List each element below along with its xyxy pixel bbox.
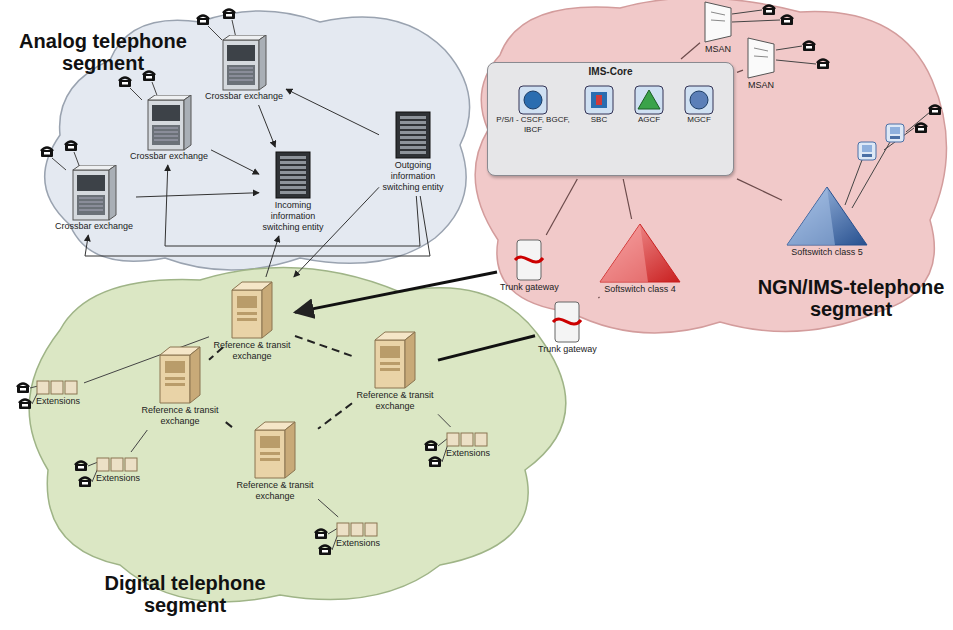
extensions-icon <box>335 520 381 538</box>
node-label: P/S/I - CSCF, BGCF, IBCF <box>494 115 572 135</box>
softswitch-icon <box>785 185 869 247</box>
ngn-cloud <box>475 0 946 333</box>
ims-core-box: IMS-CoreP/S/I - CSCF, BGCF, IBCF SBC AGCF M… <box>487 62 734 176</box>
node-label: Trunk gateway <box>538 344 597 355</box>
connector <box>211 150 259 174</box>
ims-function: MGCF <box>684 85 714 125</box>
connector <box>681 43 700 59</box>
extensions-icon <box>95 455 141 473</box>
connector <box>266 236 279 277</box>
segment-title: Digital telephone segment <box>85 572 285 616</box>
connector <box>286 89 379 135</box>
msan-node: MSAN <box>703 0 733 55</box>
node-label: Reference & transit exchange <box>355 390 435 412</box>
softswitch: Softswitch class 5 <box>785 185 869 258</box>
connector <box>623 179 631 219</box>
connector <box>546 179 577 235</box>
node-label: MSAN <box>705 44 731 55</box>
node-label: Outgoing information switching entity <box>382 160 444 193</box>
ims-function-icon <box>584 85 614 115</box>
connector <box>295 272 497 312</box>
ims-function: AGCF <box>634 85 664 125</box>
crossbar-exchange-icon <box>221 35 267 91</box>
node-label: Extensions <box>336 538 380 549</box>
segment-title: NGN/IMS-telephone segment <box>755 276 947 320</box>
node-label: Softswitch class 5 <box>791 247 863 258</box>
node-label: MGCF <box>687 115 711 125</box>
transit-exchange-icon <box>229 280 275 340</box>
connector <box>598 297 599 298</box>
node-label: Crossbar exchange <box>205 91 283 102</box>
node-label: Trunk gateway <box>500 282 559 293</box>
trunk-gateway: Trunk gateway <box>538 300 597 355</box>
msan-node-icon <box>746 36 776 80</box>
connector <box>318 499 338 517</box>
node-label: Extensions <box>96 473 140 484</box>
extensions: Extensions <box>95 455 141 484</box>
transit-exchange-icon <box>252 420 298 480</box>
transit-exchange: Reference & transit exchange <box>140 345 220 427</box>
crossbar-exchange-icon <box>71 165 117 221</box>
switching-entity: Outgoing information switching entity <box>382 110 444 193</box>
softswitch: Softswitch class 4 <box>598 222 682 295</box>
connector <box>318 403 352 429</box>
connector <box>737 179 782 200</box>
node-label: MSAN <box>748 80 774 91</box>
connector <box>295 336 352 356</box>
trunk-gateway-icon <box>550 300 584 344</box>
ims-function-icon <box>518 85 548 115</box>
trunk-gateway-icon <box>512 238 546 282</box>
transit-exchange: Reference & transit exchange <box>212 280 292 362</box>
node-label: AGCF <box>638 115 660 125</box>
node-label: Extensions <box>36 396 80 407</box>
node-label: Reference & transit exchange <box>212 340 292 362</box>
ims-function-icon <box>684 85 714 115</box>
extensions-icon <box>35 378 81 396</box>
trunk-gateway: Trunk gateway <box>500 238 559 293</box>
extensions-icon <box>445 430 491 448</box>
node-label: IMS-Core <box>488 66 733 77</box>
msan-node: MSAN <box>746 36 776 91</box>
digital-cloud <box>29 268 566 602</box>
ims-function-icon <box>634 85 664 115</box>
segment-title: Analog telephone segment <box>8 30 198 74</box>
extensions: Extensions <box>335 520 381 549</box>
extensions: Extensions <box>35 378 81 407</box>
connector <box>136 193 259 197</box>
connector <box>131 430 147 452</box>
crossbar-exchange: Crossbar exchange <box>205 35 283 102</box>
ims-function: P/S/I - CSCF, BGCF, IBCF <box>494 85 572 135</box>
connector <box>223 420 232 427</box>
connector <box>165 165 420 246</box>
connector <box>259 105 276 147</box>
crossbar-exchange: Crossbar exchange <box>130 95 208 162</box>
transit-exchange-icon <box>372 330 418 390</box>
connector <box>438 336 535 360</box>
node-label: Crossbar exchange <box>55 221 133 232</box>
switching-entity-icon <box>273 150 313 200</box>
connector <box>85 196 430 256</box>
node-label: Reference & transit exchange <box>140 405 220 427</box>
transit-exchange-icon <box>157 345 203 405</box>
switching-entity-icon <box>393 110 433 160</box>
node-label: Crossbar exchange <box>130 151 208 162</box>
node-label: Extensions <box>446 448 490 459</box>
connector <box>737 70 743 72</box>
switching-entity: Incoming information switching entity <box>262 150 324 233</box>
node-label: Incoming information switching entity <box>262 200 324 233</box>
crossbar-exchange-icon <box>146 95 192 151</box>
transit-exchange: Reference & transit exchange <box>235 420 315 502</box>
extensions: Extensions <box>445 430 491 459</box>
crossbar-exchange: Crossbar exchange <box>55 165 133 232</box>
node-label: Softswitch class 4 <box>604 284 676 295</box>
msan-node-icon <box>703 0 733 44</box>
ims-function: SBC <box>584 85 614 125</box>
node-label: Reference & transit exchange <box>235 480 315 502</box>
node-label: SBC <box>591 115 607 125</box>
transit-exchange: Reference & transit exchange <box>355 330 435 412</box>
softswitch-icon <box>598 222 682 284</box>
connector <box>438 414 451 427</box>
